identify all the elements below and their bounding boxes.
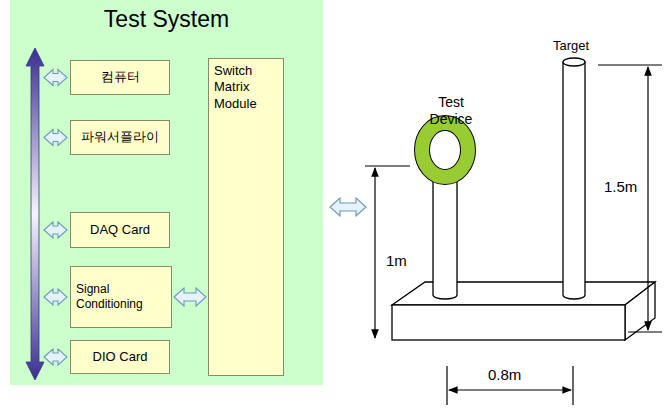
bus-tap-arrow — [44, 70, 67, 86]
device-label: Test Device — [425, 94, 477, 128]
bus-tap-arrow — [44, 130, 67, 146]
system-bus — [26, 48, 44, 380]
box-label: Signal Conditioning — [71, 282, 171, 312]
ring-outline — [422, 123, 468, 177]
test-ring — [422, 123, 468, 177]
dimension-label: 0.8m — [488, 366, 521, 384]
dimension-1m — [365, 166, 410, 338]
panel-title: Test System — [10, 6, 323, 33]
box-label: 컴퓨터 — [96, 69, 145, 85]
device-pole — [433, 180, 457, 299]
module-box: 파워서플라이 — [70, 120, 170, 155]
box-label: DIO Card — [88, 349, 153, 365]
bus-tap-arrow — [44, 289, 67, 305]
bus-tap-arrow — [44, 349, 67, 365]
base-slab — [392, 282, 655, 340]
system-panel: Test System 컴퓨터파워서플라이 DAQ CardSignal Condi… — [10, 0, 323, 385]
module-box: Signal Conditioning — [70, 266, 172, 328]
dimension-label: 1m — [386, 252, 407, 270]
module-box: DIO Card — [70, 340, 170, 374]
box-label: DAQ Card — [85, 222, 155, 238]
dimension-label: 1.5m — [604, 178, 637, 196]
dimension-1-5m — [598, 65, 662, 332]
module-box: 컴퓨터 — [70, 60, 170, 95]
dimension-0-8m — [447, 366, 573, 405]
link-arrow — [330, 198, 366, 216]
box-label: Switch Matrix Module — [209, 63, 283, 112]
connector-arrow — [174, 288, 206, 306]
module-box: DAQ Card — [70, 212, 170, 248]
switch-matrix-box: Switch Matrix Module — [208, 58, 284, 376]
box-label: 파워서플라이 — [76, 129, 164, 145]
target-pole — [563, 58, 585, 299]
target-label: Target — [553, 38, 589, 54]
bus-tap-arrow — [44, 222, 67, 238]
